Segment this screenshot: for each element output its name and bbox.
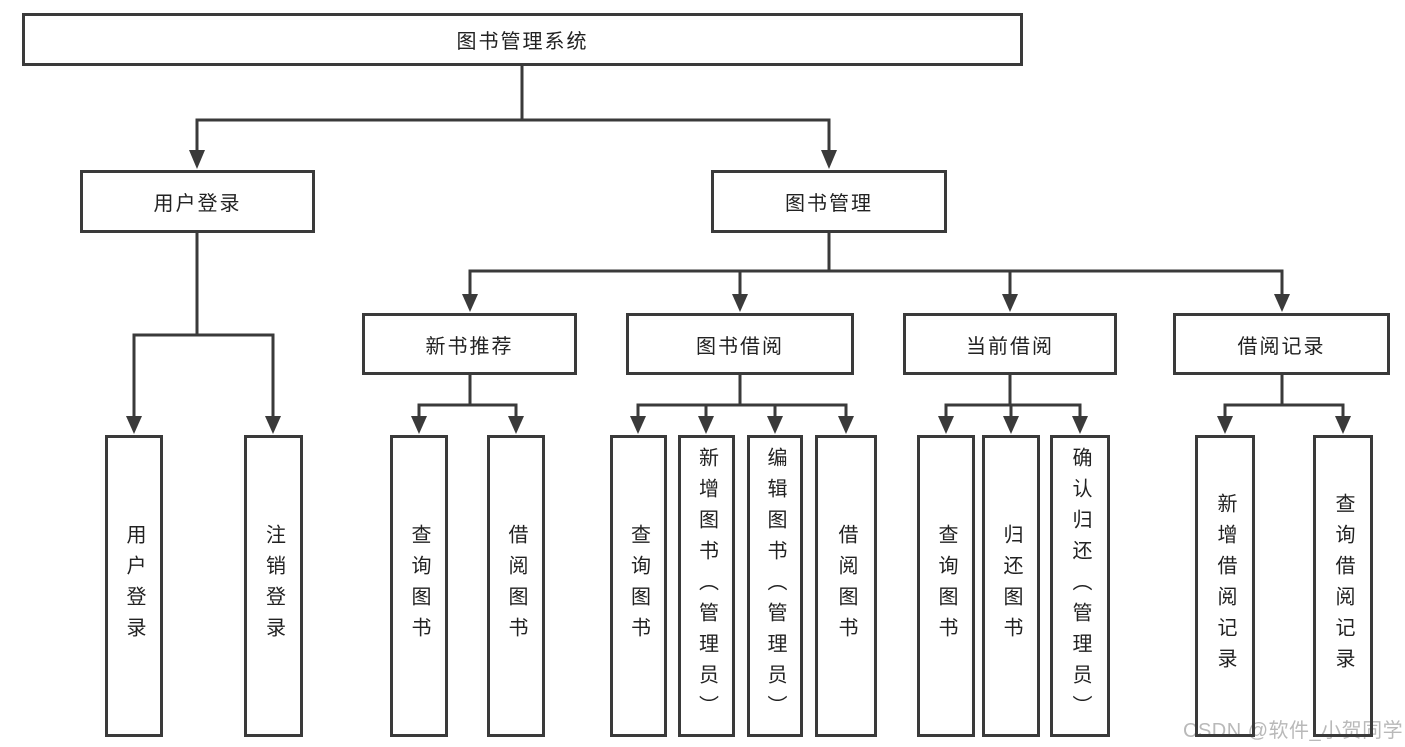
leaf-borrowing-query-book: 查询图书 — [610, 435, 667, 737]
leaf-confirm-return-admin-label: 确认归还（管理员） — [1069, 446, 1091, 726]
leaf-return-book-label: 归还图书 — [1000, 524, 1022, 648]
leaf-confirm-return-admin: 确认归还（管理员） — [1050, 435, 1110, 737]
node-new-book-recommend: 新书推荐 — [362, 313, 577, 375]
leaf-add-borrow-record-label: 新增借阅记录 — [1214, 493, 1236, 679]
leaf-current-query-book-label: 查询图书 — [935, 524, 957, 648]
node-book-borrowing: 图书借阅 — [626, 313, 854, 375]
node-borrow-records: 借阅记录 — [1173, 313, 1390, 375]
arrowheads — [126, 150, 1351, 434]
node-book-management: 图书管理 — [711, 170, 947, 233]
leaf-borrowing-query-book-label: 查询图书 — [627, 524, 650, 648]
node-new-book-recommend-label: 新书推荐 — [425, 335, 514, 358]
leaf-query-borrow-record: 查询借阅记录 — [1313, 435, 1373, 737]
leaf-borrowing-borrow-book: 借阅图书 — [815, 435, 877, 737]
node-user-login: 用户登录 — [80, 170, 315, 233]
leaf-borrowing-borrow-book-label: 借阅图书 — [835, 524, 857, 648]
csdn-watermark: CSDN @软件_小贺同学 — [1183, 720, 1404, 742]
node-current-borrowing: 当前借阅 — [903, 313, 1117, 375]
node-current-borrowing-label: 当前借阅 — [966, 335, 1054, 358]
node-root: 图书管理系统 — [22, 13, 1023, 66]
leaf-current-query-book: 查询图书 — [917, 435, 975, 737]
leaf-recommend-borrow-book: 借阅图书 — [487, 435, 545, 737]
leaf-user-login-label: 用户登录 — [123, 524, 145, 648]
node-book-borrowing-label: 图书借阅 — [696, 335, 784, 358]
leaf-add-book-admin-label: 新增图书（管理员） — [695, 446, 718, 726]
node-user-login-label: 用户登录 — [153, 193, 242, 215]
node-borrow-records-label: 借阅记录 — [1237, 335, 1326, 358]
leaf-return-book: 归还图书 — [982, 435, 1040, 737]
leaf-user-login: 用户登录 — [105, 435, 163, 737]
leaf-add-book-admin: 新增图书（管理员） — [678, 435, 735, 737]
leaf-add-borrow-record: 新增借阅记录 — [1195, 435, 1255, 737]
node-book-management-label: 图书管理 — [785, 193, 873, 215]
leaf-logout: 注销登录 — [244, 435, 303, 737]
node-root-label: 图书管理系统 — [456, 31, 589, 53]
leaf-query-borrow-record-label: 查询借阅记录 — [1332, 493, 1354, 679]
leaf-logout-label: 注销登录 — [262, 524, 285, 648]
leaf-edit-book-admin: 编辑图书（管理员） — [747, 435, 803, 737]
leaf-recommend-borrow-book-label: 借阅图书 — [505, 524, 527, 648]
leaf-recommend-query-book: 查询图书 — [390, 435, 448, 737]
leaf-recommend-query-book-label: 查询图书 — [408, 524, 430, 648]
leaf-edit-book-admin-label: 编辑图书（管理员） — [764, 446, 786, 726]
